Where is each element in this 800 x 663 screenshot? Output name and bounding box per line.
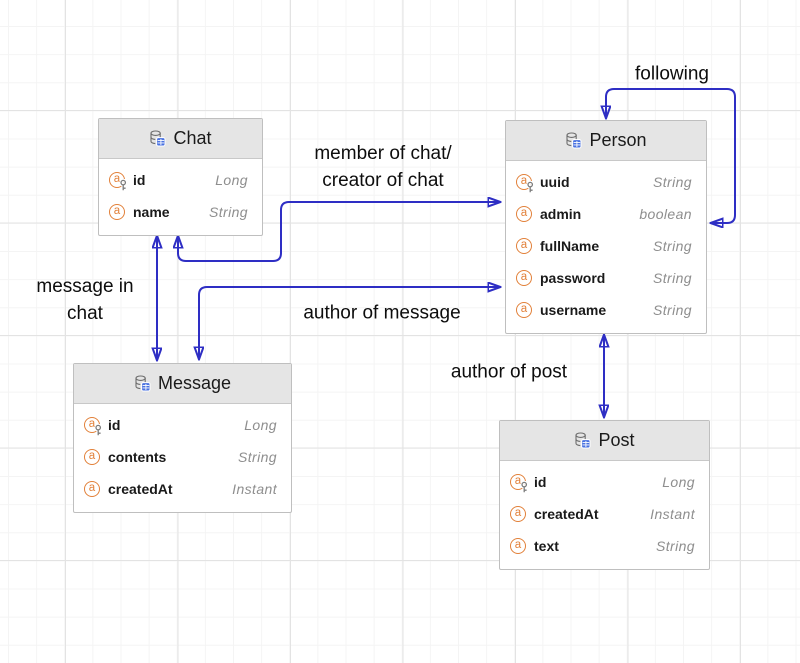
relationship-author-of-message-edge[interactable] — [199, 287, 500, 359]
entity-chat[interactable]: Chat a id Long a name String — [98, 118, 263, 236]
field-row-password[interactable]: a password String — [506, 262, 706, 294]
entity-title: Post — [598, 430, 635, 450]
database-table-icon — [565, 132, 582, 149]
field-row-id[interactable]: a id Long — [74, 409, 291, 441]
entity-chat-header[interactable]: Chat — [99, 119, 262, 159]
database-table-icon — [574, 432, 591, 449]
field-name: id — [108, 417, 121, 433]
entity-person[interactable]: Person a uuid String a admin boolean a — [505, 120, 707, 334]
field-row-fullname[interactable]: a fullName String — [506, 230, 706, 262]
field-row-createdat[interactable]: a createdAt Instant — [74, 473, 291, 505]
attribute-key-icon: a — [516, 174, 535, 193]
entity-person-header[interactable]: Person — [506, 121, 706, 161]
entity-chat-fields: a id Long a name String — [99, 159, 262, 235]
field-type: String — [653, 238, 692, 254]
field-name: contents — [108, 449, 167, 465]
field-type: String — [653, 174, 692, 190]
field-row-name[interactable]: a name String — [99, 196, 262, 228]
field-name: createdAt — [108, 481, 173, 497]
field-row-text[interactable]: a text String — [500, 530, 709, 562]
field-row-contents[interactable]: a contents String — [74, 441, 291, 473]
field-name: id — [534, 474, 547, 490]
attribute-icon: a — [516, 206, 532, 222]
entity-message-header[interactable]: Message — [74, 364, 291, 404]
field-type: String — [656, 538, 695, 554]
field-name: password — [540, 270, 606, 286]
field-row-id[interactable]: a id Long — [500, 466, 709, 498]
field-name: fullName — [540, 238, 600, 254]
field-name: username — [540, 302, 607, 318]
attribute-key-icon: a — [109, 172, 128, 191]
field-type: String — [653, 270, 692, 286]
entity-post-fields: a id Long a createdAt Instant a text Str… — [500, 461, 709, 569]
field-row-admin[interactable]: a admin boolean — [506, 198, 706, 230]
edge-label-following: following — [635, 63, 709, 85]
field-name: id — [133, 172, 146, 188]
attribute-icon: a — [516, 302, 532, 318]
edge-label-member-of-chat: member of chat/ creator of chat — [314, 143, 452, 191]
attribute-icon: a — [516, 238, 532, 254]
field-type: String — [209, 204, 248, 220]
field-type: Long — [244, 417, 277, 433]
attribute-icon: a — [516, 270, 532, 286]
attribute-icon: a — [510, 506, 526, 522]
attribute-icon: a — [84, 449, 100, 465]
field-name: text — [534, 538, 559, 554]
database-table-icon — [149, 130, 166, 147]
field-type: String — [653, 302, 692, 318]
field-name: name — [133, 204, 170, 220]
relationship-following-edge[interactable] — [606, 88, 736, 223]
relationship-member-of-chat-edge[interactable] — [178, 202, 500, 262]
attribute-icon: a — [84, 481, 100, 497]
field-name: createdAt — [534, 506, 599, 522]
entity-title: Chat — [173, 128, 212, 148]
field-type: Instant — [650, 506, 695, 522]
edge-label-author-of-post: author of post — [450, 361, 568, 383]
entity-message[interactable]: Message a id Long a contents String a — [73, 363, 292, 513]
entity-message-fields: a id Long a contents String a createdAt … — [74, 404, 291, 512]
field-row-username[interactable]: a username String — [506, 294, 706, 326]
entity-post-header[interactable]: Post — [500, 421, 709, 461]
attribute-key-icon: a — [84, 417, 103, 436]
field-type: Long — [215, 172, 248, 188]
edge-label-message-in-chat: message in chat — [36, 276, 134, 324]
entity-title: Message — [157, 373, 232, 393]
field-type: String — [238, 449, 277, 465]
field-row-uuid[interactable]: a uuid String — [506, 166, 706, 198]
field-row-id[interactable]: a id Long — [99, 164, 262, 196]
entity-post[interactable]: Post a id Long a createdAt Instant a — [499, 420, 710, 570]
entity-person-fields: a uuid String a admin boolean a fullName… — [506, 161, 706, 333]
field-type: Long — [662, 474, 695, 490]
attribute-icon: a — [109, 204, 125, 220]
field-name: uuid — [540, 174, 570, 190]
field-row-createdat[interactable]: a createdAt Instant — [500, 498, 709, 530]
field-type: boolean — [639, 206, 692, 222]
entity-title: Person — [589, 130, 647, 150]
attribute-key-icon: a — [510, 474, 529, 493]
field-type: Instant — [232, 481, 277, 497]
attribute-icon: a — [510, 538, 526, 554]
field-name: admin — [540, 206, 582, 222]
edge-label-author-of-message: author of message — [303, 302, 461, 324]
database-table-icon — [134, 375, 151, 392]
